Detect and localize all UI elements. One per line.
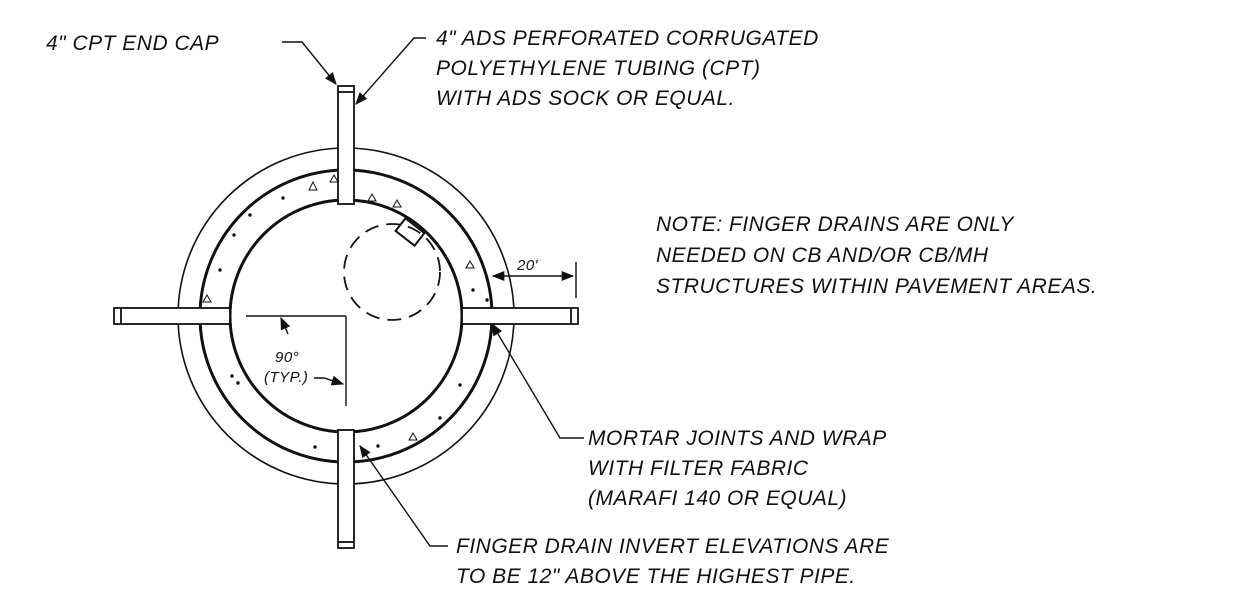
end-caps: [120, 91, 572, 543]
label-dimension: 20': [516, 257, 539, 274]
label-invert: FINGER DRAIN INVERT ELEVATIONS ARE TO BE…: [456, 535, 890, 588]
ladder-square: [394, 216, 426, 248]
svg-text:FINGER DRAIN INVERT ELEVATIONS: FINGER DRAIN INVERT ELEVATIONS ARE: [456, 535, 890, 558]
leader-end-cap: [282, 41, 337, 85]
label-mortar: MORTAR JOINTS AND WRAP WITH FILTER FABRI…: [588, 427, 887, 510]
label-end-cap: 4" CPT END CAP: [46, 32, 219, 55]
svg-text:4" ADS PERFORATED CORRUGATED: 4" ADS PERFORATED CORRUGATED: [436, 27, 819, 50]
finger-drain-pipes: [113, 85, 579, 549]
svg-text:STRUCTURES WITHIN PAVEMENT ARE: STRUCTURES WITHIN PAVEMENT AREAS.: [656, 275, 1097, 298]
leader-tubing: [355, 37, 426, 105]
angle-indicator: [246, 315, 347, 406]
pipe-right: [461, 307, 579, 325]
dimension-20ft: [491, 262, 577, 298]
leader-invert: [359, 444, 448, 547]
svg-text:90°: 90°: [275, 349, 299, 366]
svg-text:(MARAFI 140 OR EQUAL): (MARAFI 140 OR EQUAL): [588, 487, 847, 510]
svg-text:NEEDED ON CB AND/OR CB/MH: NEEDED ON CB AND/OR CB/MH: [656, 244, 989, 267]
leader-mortar: [491, 322, 584, 439]
svg-text:WITH FILTER FABRIC: WITH FILTER FABRIC: [588, 457, 809, 480]
pipe-top: [337, 85, 355, 205]
label-angle: 90° (TYP.): [264, 349, 308, 386]
pipe-bottom: [337, 429, 355, 549]
label-note: NOTE: FINGER DRAINS ARE ONLY NEEDED ON C…: [656, 213, 1097, 298]
svg-text:POLYETHYLENE TUBING (CPT): POLYETHYLENE TUBING (CPT): [436, 57, 760, 80]
svg-text:(TYP.): (TYP.): [264, 369, 308, 386]
svg-text:NOTE: FINGER DRAINS ARE ONLY: NOTE: FINGER DRAINS ARE ONLY: [656, 213, 1015, 236]
svg-text:TO BE 12" ABOVE THE HIGHEST PI: TO BE 12" ABOVE THE HIGHEST PIPE.: [456, 565, 856, 588]
svg-text:WITH ADS SOCK OR EQUAL.: WITH ADS SOCK OR EQUAL.: [436, 87, 735, 110]
concrete-stipple: [202, 173, 489, 449]
svg-text:MORTAR JOINTS AND WRAP: MORTAR JOINTS AND WRAP: [588, 427, 887, 450]
leader-lines: [282, 37, 584, 547]
pipe-left: [113, 307, 231, 325]
label-tubing: 4" ADS PERFORATED CORRUGATED POLYETHYLEN…: [436, 27, 819, 110]
dashed-opening-circle: [343, 223, 441, 321]
